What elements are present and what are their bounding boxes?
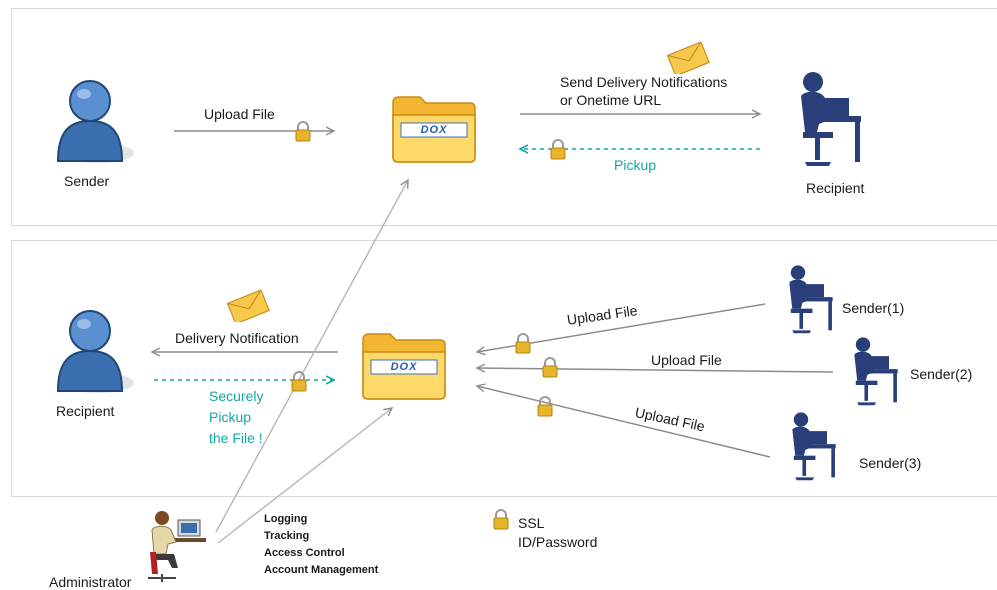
recipient-label-bottom: Recipient — [56, 403, 115, 419]
legend-ssl: SSL — [518, 515, 545, 531]
sender2-label: Sender(2) — [910, 366, 973, 382]
administrator-icon — [148, 511, 206, 582]
sender-person-icon — [56, 80, 134, 163]
lock-icon — [542, 357, 558, 378]
lock-icon — [291, 371, 307, 392]
envelope-icon — [226, 290, 270, 322]
lock-icon — [493, 509, 509, 530]
lock-icon — [537, 396, 553, 417]
sender1-label: Sender(1) — [842, 300, 905, 316]
lock-icon — [550, 139, 566, 160]
administrator-label: Administrator — [49, 574, 132, 590]
arrow-upload-2 — [477, 368, 834, 373]
dox-logo-text: DOX — [390, 361, 418, 373]
sender1-worker-icon — [789, 265, 833, 334]
dox-folder-bottom: DOX — [360, 330, 448, 402]
sender3-worker-icon — [792, 412, 836, 481]
recipient-worker-icon — [801, 72, 861, 166]
recipient-person-icon — [56, 310, 134, 393]
dox-logo-text: DOX — [420, 124, 448, 136]
legend-id-password: ID/Password — [518, 534, 598, 550]
upload-file-label: Upload File — [204, 106, 275, 122]
delivery-notification-label: Delivery Notification — [175, 330, 299, 346]
admin-function-account-management: Account Management — [264, 564, 379, 576]
arrow-upload-3 — [477, 386, 771, 458]
arrow-admin-bottom — [217, 408, 392, 544]
notify-label-line1: Send Delivery Notifications — [560, 74, 728, 90]
lock-icon — [515, 333, 531, 354]
sender3-label: Sender(3) — [859, 455, 922, 471]
notify-label-line2: or Onetime URL — [560, 92, 662, 108]
recipient-label-top: Recipient — [806, 180, 865, 196]
arrow-admin-top — [215, 180, 408, 533]
admin-function-access-control: Access Control — [264, 547, 345, 559]
securely-label-1: Securely — [209, 388, 264, 404]
folder-icon — [362, 333, 446, 400]
sender-label: Sender — [64, 173, 110, 189]
dox-folder-top: DOX — [390, 93, 478, 165]
sender2-worker-icon — [854, 337, 898, 406]
securely-label-3: the File ! — [209, 430, 263, 446]
pickup-label: Pickup — [614, 157, 657, 173]
securely-label-2: Pickup — [209, 409, 252, 425]
upload-file-label-2: Upload File — [651, 352, 722, 368]
lock-icon — [295, 121, 311, 142]
folder-icon — [392, 96, 476, 163]
admin-function-tracking: Tracking — [264, 530, 310, 542]
admin-function-list: Logging Tracking Access Control Account … — [264, 511, 424, 579]
envelope-icon — [666, 42, 710, 74]
admin-function-logging: Logging — [264, 513, 308, 525]
